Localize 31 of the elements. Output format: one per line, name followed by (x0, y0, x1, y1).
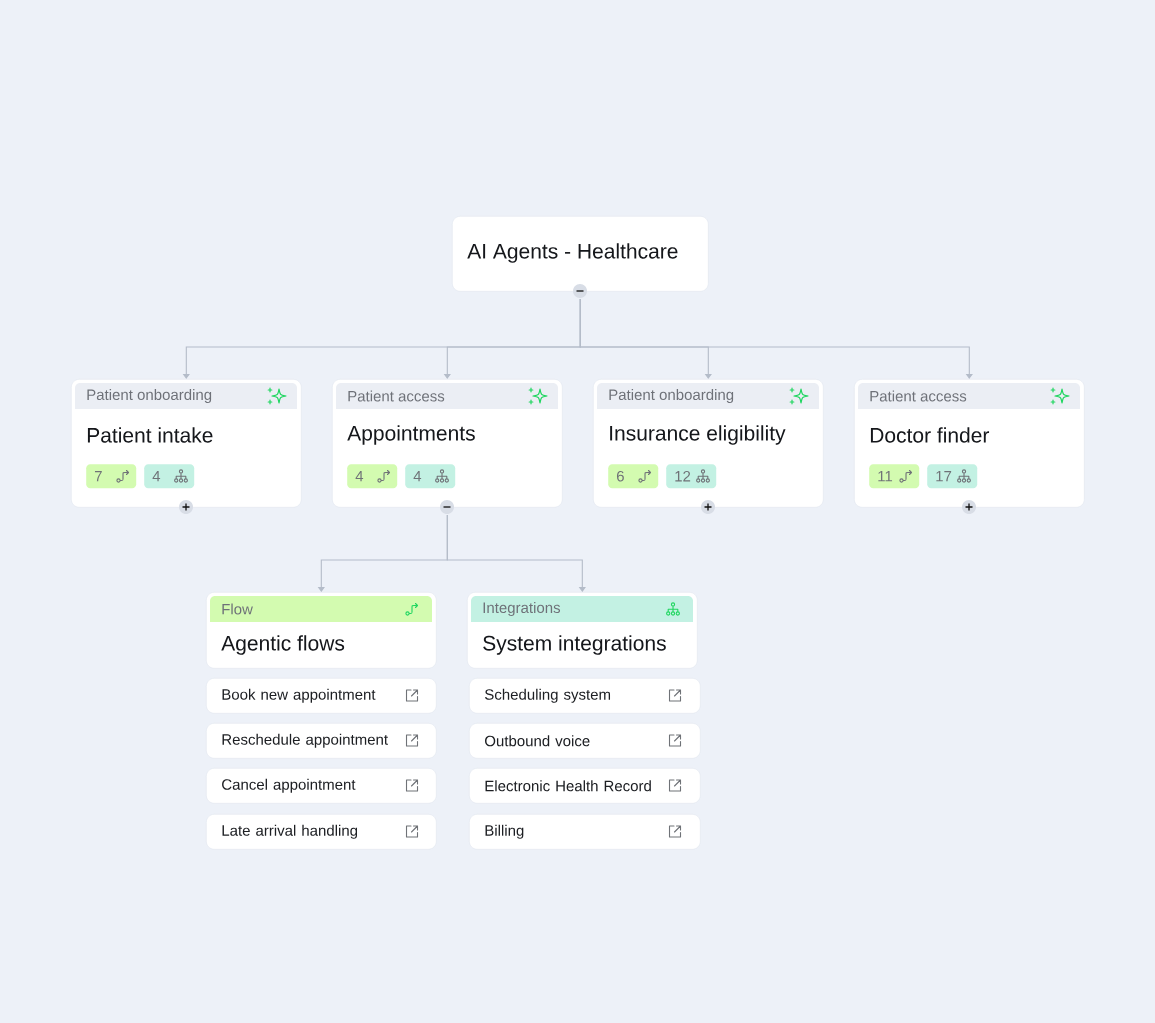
card-header: Patient onboarding (75, 383, 297, 409)
list-item: Electronic Health Record (469, 768, 701, 804)
count-badge: 4 (405, 464, 456, 489)
count-badge: 4 (144, 464, 195, 489)
arrow (579, 298, 973, 379)
card-title: Patient intake (87, 427, 213, 443)
card-title: Insurance eligibility (610, 425, 786, 445)
list-item: Late arrival handling (206, 814, 437, 850)
count-badge: 6 (608, 464, 659, 489)
card-header: Flow (210, 596, 432, 622)
list-item: Cancel appointment (206, 768, 437, 804)
count-badge: 12 (666, 464, 717, 489)
list-item: Billing (469, 814, 701, 850)
count-badge: 7 (86, 464, 137, 489)
list-item: Outbound voice (469, 723, 701, 759)
card-title: System integrations (483, 635, 666, 655)
card-header: Patient onboarding (597, 383, 819, 409)
card-header: Integrations (471, 596, 693, 622)
card-title: Agentic flows (221, 635, 345, 655)
card-header: Patient access (858, 383, 1080, 409)
count-badge: 11 (869, 464, 920, 489)
card-title: AI Agents - Healthcare (467, 243, 678, 263)
list-item: Book new appointment (206, 678, 437, 714)
list-item: Scheduling system (469, 678, 701, 714)
count-badge: 4 (347, 464, 398, 489)
card-title: Appointments (347, 425, 475, 445)
list-item: Reschedule appointment (206, 723, 437, 759)
count-badge: 17 (927, 464, 978, 489)
card-header: Patient access (336, 383, 558, 409)
card-title: Doctor finder (870, 427, 990, 443)
arrow (446, 514, 586, 592)
